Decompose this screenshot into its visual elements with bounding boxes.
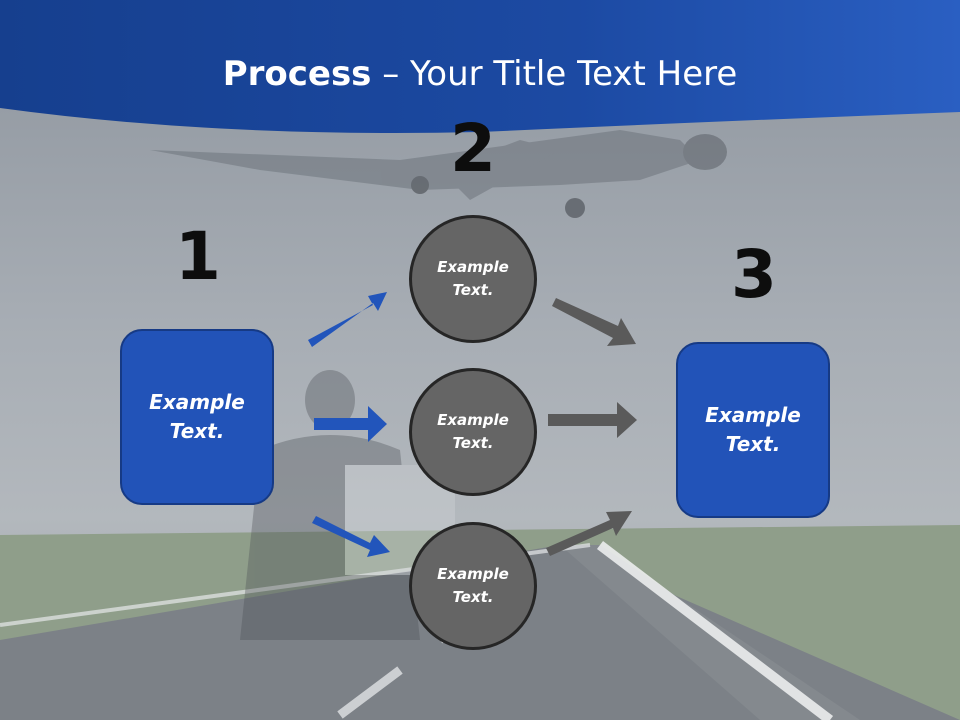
circle-top-line2: Text. bbox=[452, 281, 494, 299]
circle-bottom-line2: Text. bbox=[452, 588, 494, 606]
right-box-line2: Text. bbox=[725, 432, 781, 456]
circle-bottom-line1: Example bbox=[437, 565, 509, 583]
right-box-line1: Example bbox=[705, 403, 801, 427]
left-box-line2: Text. bbox=[169, 419, 225, 443]
left-box-line1: Example bbox=[149, 390, 245, 414]
circle-middle-line1: Example bbox=[437, 411, 509, 429]
slide-title: Process – Your Title Text Here bbox=[0, 52, 960, 96]
step-number-2: 2 bbox=[450, 110, 496, 187]
title-rest: – Your Title Text Here bbox=[371, 54, 738, 94]
circle-top-line1: Example bbox=[437, 258, 509, 276]
circle-middle-line2: Text. bbox=[452, 434, 494, 452]
step-number-3: 3 bbox=[731, 236, 777, 313]
title-bold: Process bbox=[222, 54, 372, 94]
step-number-1: 1 bbox=[175, 218, 221, 295]
